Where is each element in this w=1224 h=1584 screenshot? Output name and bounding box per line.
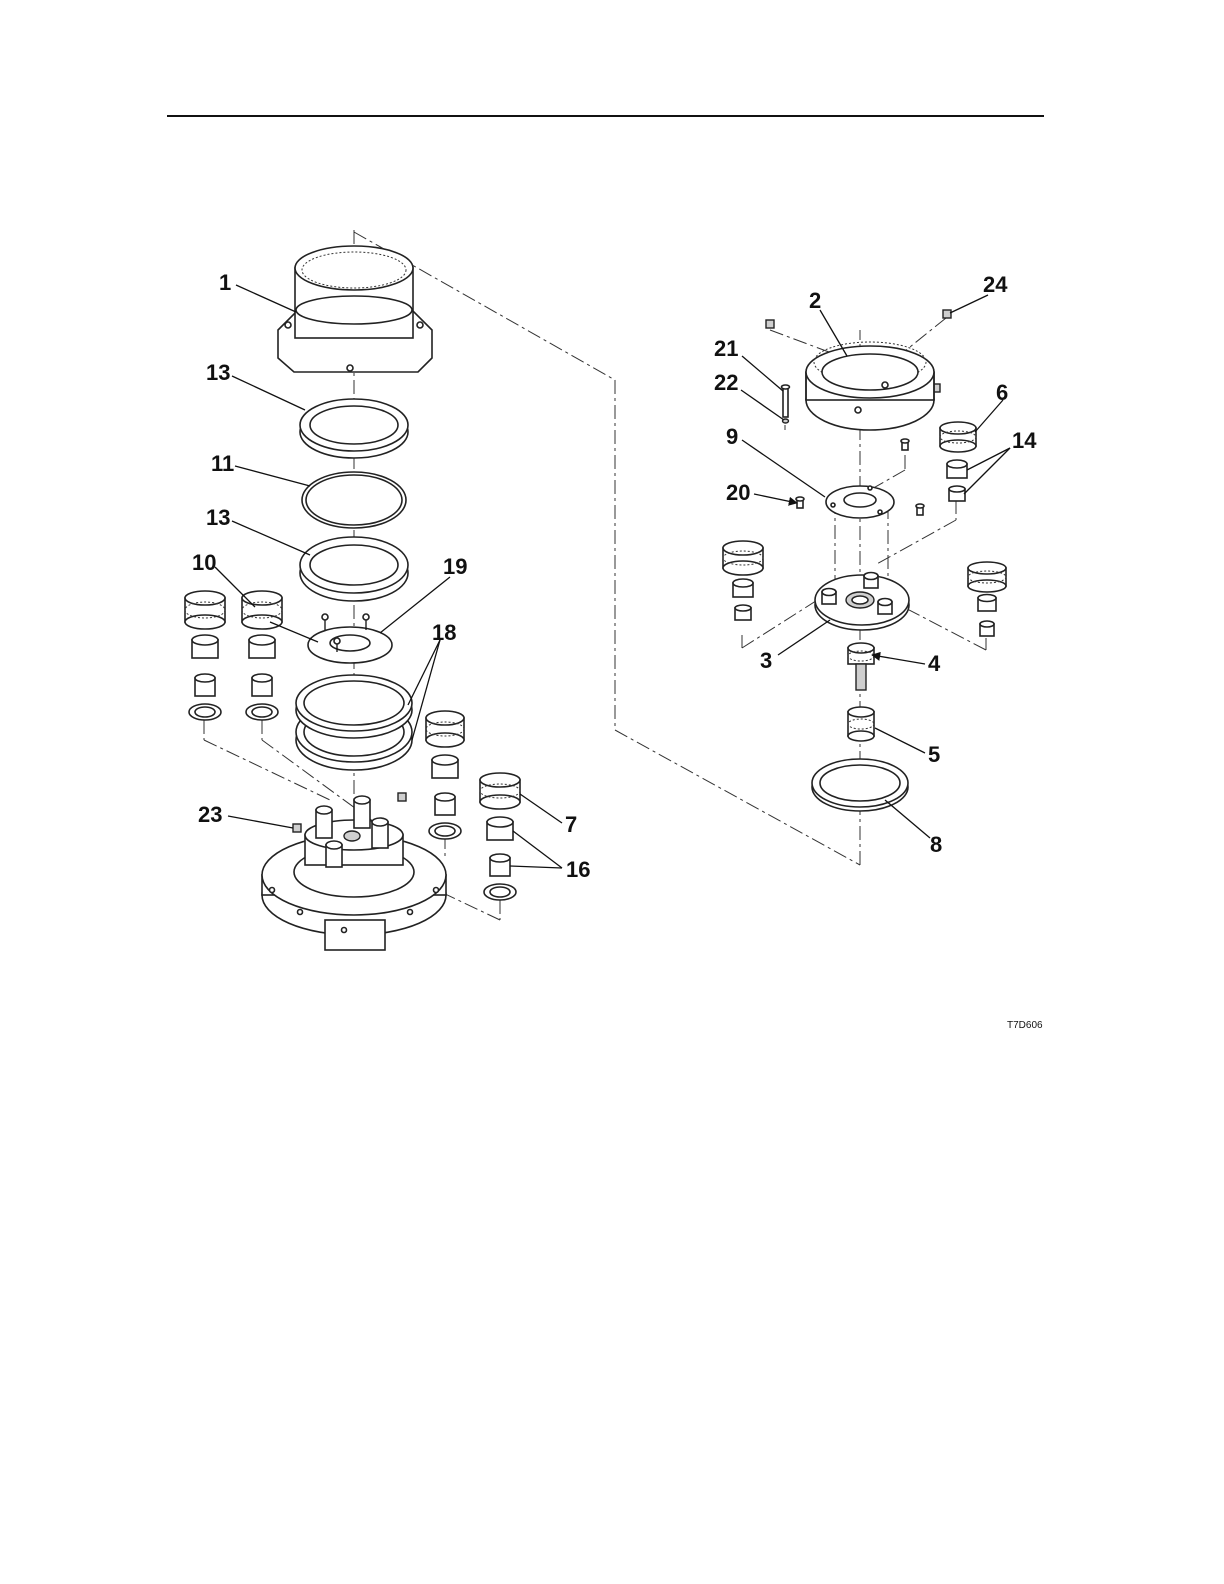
motor-housing-base [262,796,446,950]
callout-6: 6 [996,380,1008,405]
part-1-ring-gear-housing [278,246,432,372]
part-16-needle-bearing-and-spacer [484,817,516,900]
callout-1: 1 [219,270,231,295]
callout-14: 14 [1012,428,1037,453]
planet-gear-set-left-side [723,541,763,620]
part-5-sun-gear [848,707,874,741]
part-8-thrust-ring [812,759,908,811]
part-18-floating-seals [296,675,412,770]
part-13-lower-bearing [300,537,408,601]
part-9-thrust-plate [826,486,894,518]
callout-24: 24 [983,272,1008,297]
callout-5: 5 [928,742,940,767]
part-19-thrust-plate [308,614,392,663]
callout-7: 7 [565,812,577,837]
callout-2: 2 [809,288,821,313]
part-7-planet-gear [480,773,520,809]
part-4-sun-gear-shaft [848,643,874,690]
callout-4: 4 [928,651,941,676]
callout-22: 22 [714,370,738,395]
callout-23: 23 [198,802,222,827]
callout-21: 21 [714,336,738,361]
part-21-bolt [782,385,790,417]
part-11-snap-ring [302,472,406,528]
part-10-planet-gear-set-b [242,591,282,720]
callout-11: 11 [211,451,234,476]
callout-18: 18 [432,620,456,645]
callout-3: 3 [760,648,772,673]
figure-code: T7D606 [1007,1020,1043,1031]
callout-13-upper: 13 [206,360,230,385]
callout-20: 20 [726,480,750,505]
callout-9: 9 [726,424,738,449]
callout-13-lower: 13 [206,505,230,530]
callout-8: 8 [930,832,942,857]
part-10-planet-gear-set-a [185,591,225,720]
planet-gear-set-right-side [968,562,1006,636]
callout-19: 19 [443,554,467,579]
part-6-planet-gear [940,422,976,452]
callout-10: 10 [192,550,216,575]
part-13-upper-bearing [300,399,408,458]
part-14-needle-bearing-and-spacer [947,460,967,501]
part-2-carrier-ring [806,342,934,430]
callout-16: 16 [566,857,590,882]
part-10-planet-gear-set-c [426,711,464,839]
